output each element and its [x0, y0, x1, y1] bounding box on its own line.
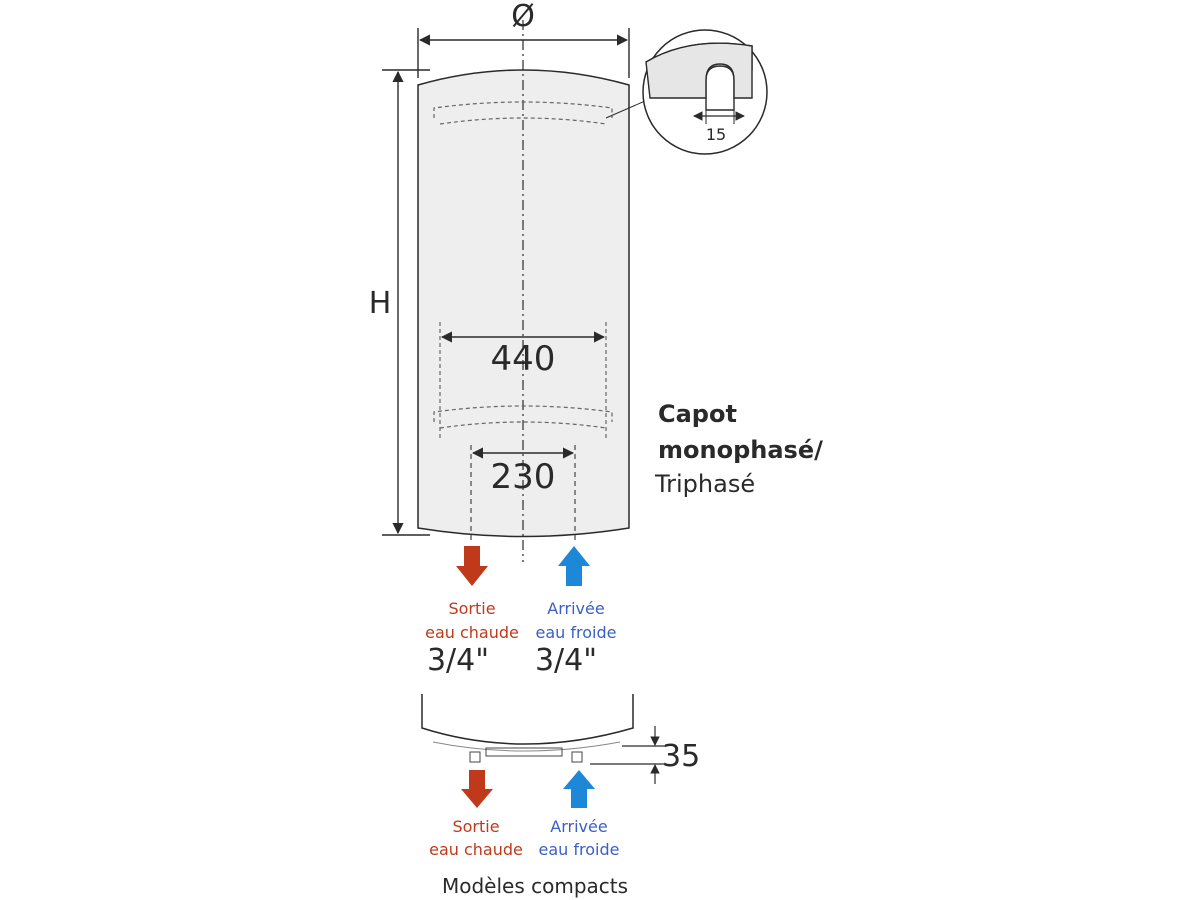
cold-pipe-size: 3/4" — [535, 643, 597, 678]
compact-cold-label-1: Arrivée — [550, 817, 607, 836]
hood-label-3: Triphasé — [654, 470, 755, 498]
tank — [417, 20, 630, 562]
hot-outlet-label-2: eau chaude — [425, 623, 519, 642]
compact-cold-label-2: eau froide — [539, 840, 620, 859]
bracket-spacing-label: 440 — [491, 339, 556, 379]
upper-bracket — [433, 101, 613, 125]
cold-inlet-label-1: Arrivée — [547, 599, 604, 618]
diameter-label: Ø — [511, 0, 535, 34]
compact-offset-label: 35 — [662, 739, 700, 774]
cold-inlet-label-2: eau froide — [536, 623, 617, 642]
lower-bracket — [433, 322, 613, 440]
hot-pipe-size: 3/4" — [427, 643, 489, 678]
cold-inlet-arrow-icon — [558, 546, 590, 586]
hood-label-1: Capot — [658, 400, 737, 428]
pipe-guides — [470, 445, 576, 540]
hot-outlet-arrow-icon — [456, 546, 488, 586]
compact-tank-bottom — [421, 694, 634, 763]
height-dimension — [382, 69, 430, 536]
hood-label-2: monophasé/ — [658, 436, 823, 464]
height-label: H — [369, 286, 392, 321]
slot-width-label: 15 — [706, 125, 726, 144]
pipe-spacing-label: 230 — [491, 457, 556, 497]
compact-hot-label-2: eau chaude — [429, 840, 523, 859]
slot-detail — [605, 29, 768, 155]
compact-cold-arrow-icon — [563, 770, 595, 808]
compact-models-label: Modèles compacts — [442, 874, 628, 898]
compact-offset-dimension — [590, 726, 665, 784]
compact-hot-label-1: Sortie — [452, 817, 499, 836]
compact-hot-arrow-icon — [461, 770, 493, 808]
hot-outlet-label-1: Sortie — [448, 599, 495, 618]
